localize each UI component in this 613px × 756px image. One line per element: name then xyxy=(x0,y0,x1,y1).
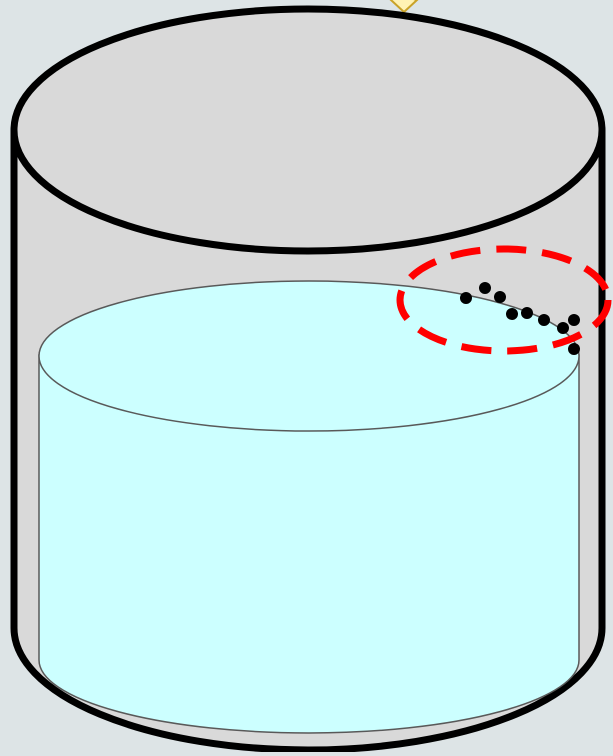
particle-dot xyxy=(568,343,580,355)
particle-dot xyxy=(460,292,472,304)
particle-dot xyxy=(494,291,506,303)
particle-dot xyxy=(538,314,550,326)
container-top-rim xyxy=(14,9,602,251)
particle-dot xyxy=(506,308,518,320)
particle-dot xyxy=(557,322,569,334)
particle-dot xyxy=(521,307,533,319)
particle-dot xyxy=(479,282,491,294)
particle-dot xyxy=(568,314,580,326)
liquid xyxy=(39,281,579,733)
liquid-surface xyxy=(39,281,579,431)
